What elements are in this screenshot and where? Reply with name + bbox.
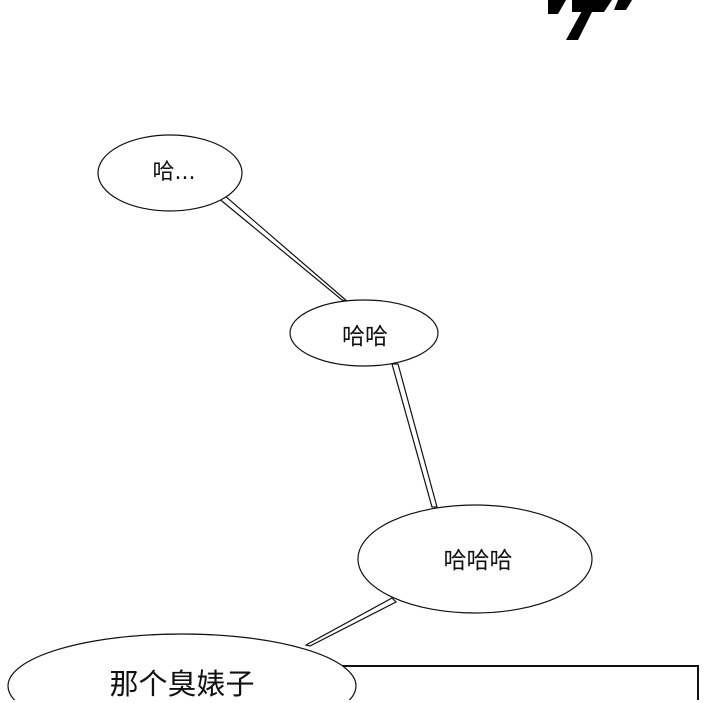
bubble-3-text: 哈哈哈 (443, 548, 513, 574)
speech-bubble-1 (97, 134, 243, 212)
next-panel-border (339, 665, 699, 700)
connector-1-2 (215, 194, 349, 303)
speech-bubble-4 (7, 633, 357, 700)
speech-bubble-2 (289, 299, 439, 367)
bubble-2-text: 哈哈 (342, 324, 388, 350)
bubble-connectors (215, 194, 438, 647)
sound-effect-fragment (548, 0, 632, 40)
connector-3-4 (304, 597, 398, 647)
connector-2-3 (391, 363, 438, 508)
bubble-4-text: 那个臭婊子 (109, 667, 255, 701)
speech-bubble-3 (357, 504, 593, 614)
bubble-1-text: 哈... (152, 160, 196, 185)
